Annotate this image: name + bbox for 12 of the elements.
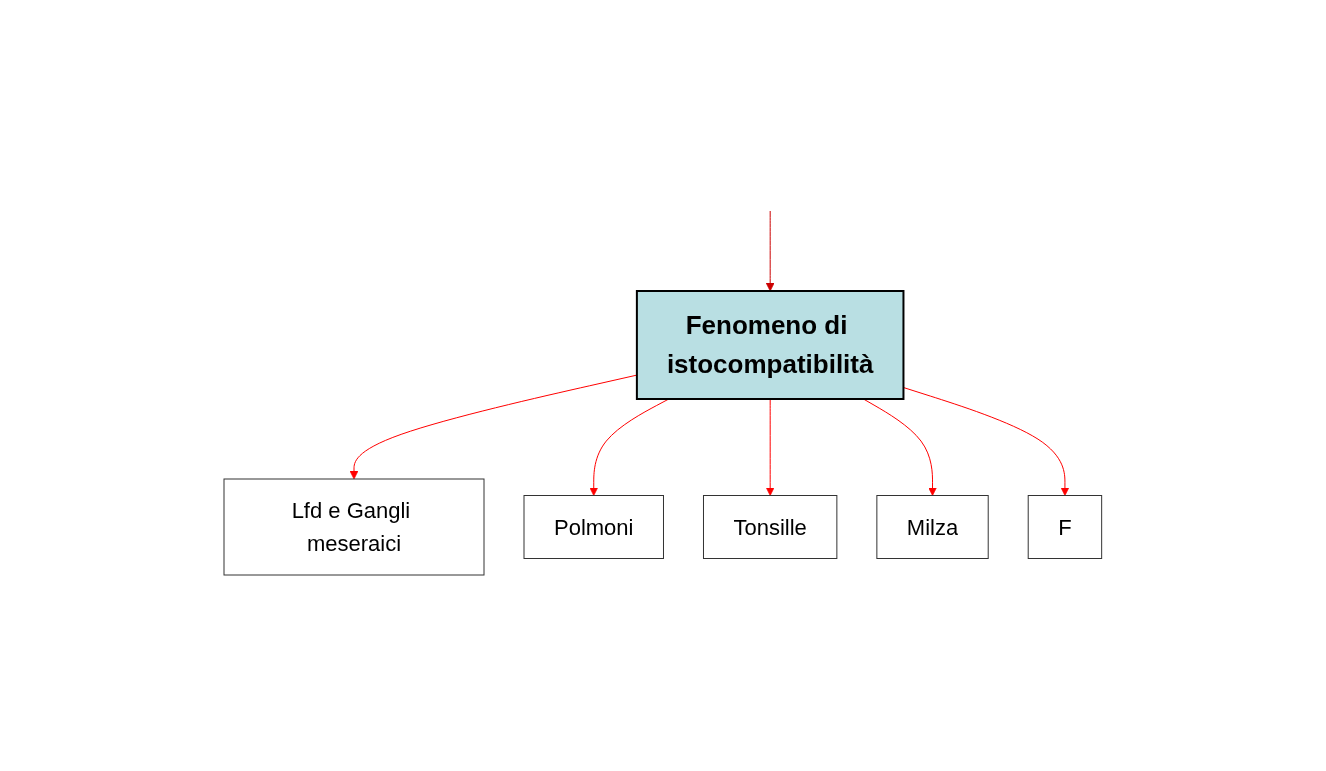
- arrow: [903, 386, 1070, 496]
- arrow: [765, 210, 775, 291]
- node-box: Tonsille: [703, 494, 838, 559]
- node-box: Milza: [876, 494, 989, 559]
- node-box: Polmoni: [523, 494, 665, 559]
- arrow: [349, 374, 638, 479]
- node-box: Lfd e Gangli meseraici: [223, 478, 485, 575]
- arrow: [765, 398, 775, 496]
- node-box: Fenomeno di istocompatibilità: [636, 289, 905, 400]
- arrow: [863, 398, 938, 496]
- node-box: F: [1027, 494, 1103, 559]
- arrow: [589, 398, 670, 496]
